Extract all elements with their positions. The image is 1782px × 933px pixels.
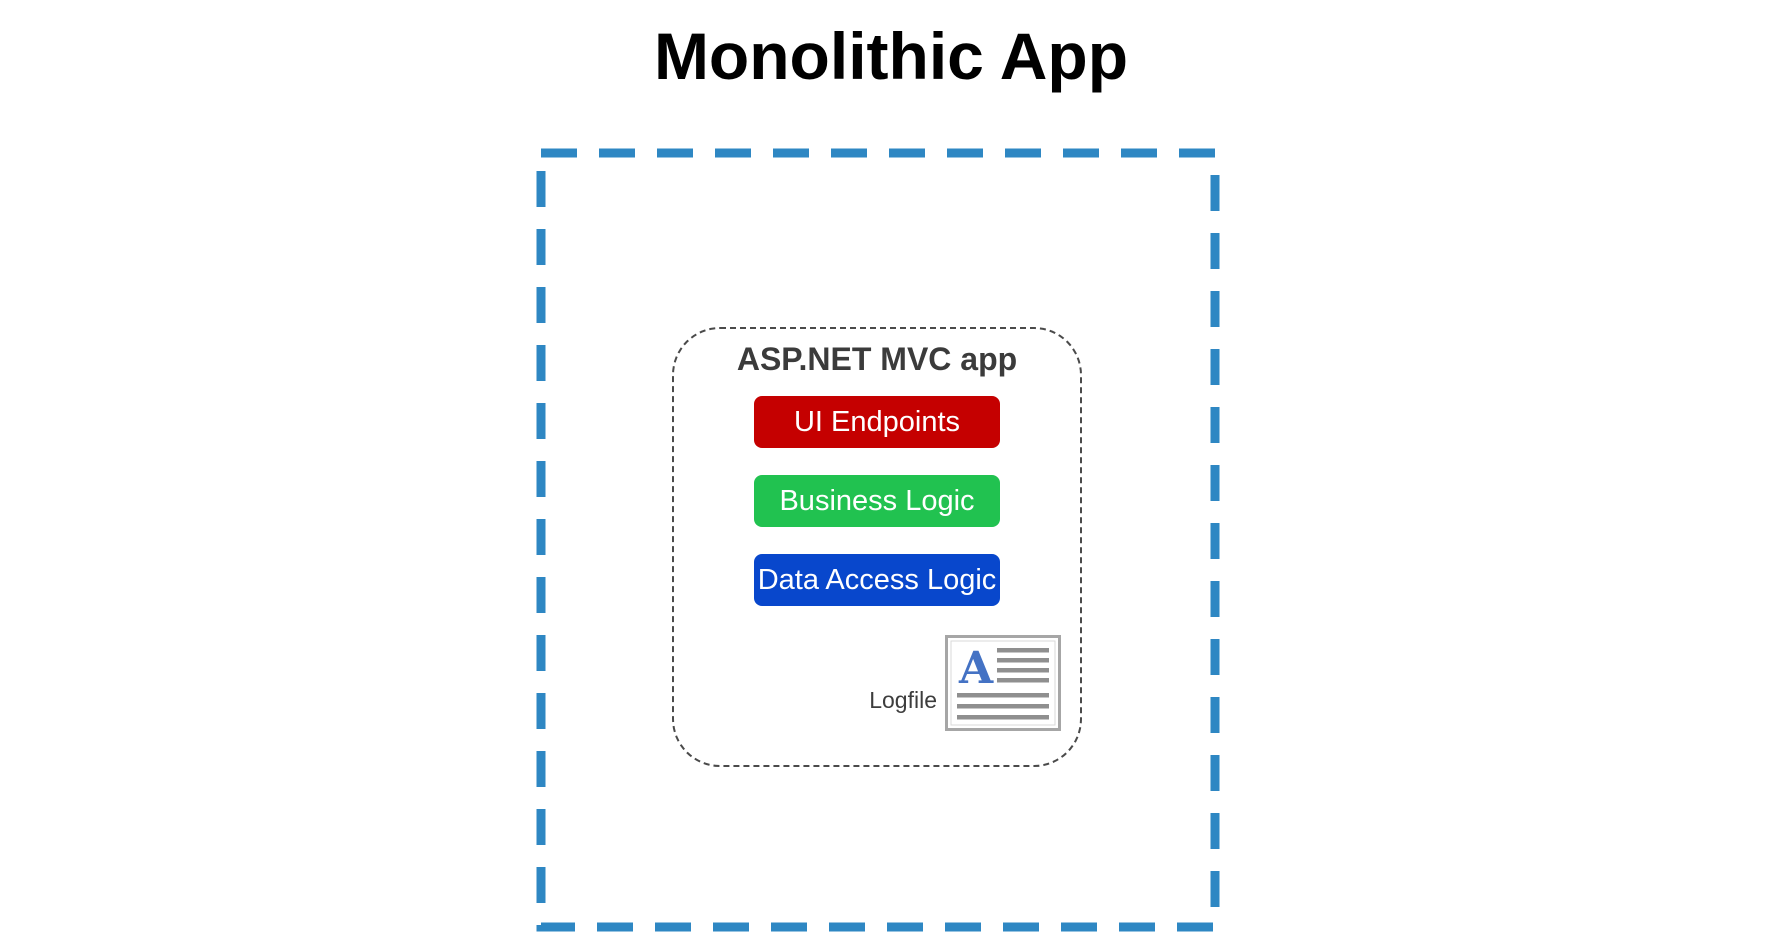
diagram-title: Monolithic App	[653, 19, 1129, 93]
logfile-label: Logfile	[869, 687, 937, 713]
layer-ui-endpoints: UI Endpoints	[754, 396, 1000, 448]
document-text-lines-top	[997, 648, 1049, 683]
document-page-inner	[950, 640, 1056, 726]
document-text-lines-bottom	[957, 693, 1049, 720]
layer-data-access-logic: Data Access Logic	[754, 554, 1000, 606]
document-letter: A	[958, 643, 994, 694]
app-box-label: ASP.NET MVC app	[736, 341, 1018, 377]
monolith-boundary-box	[536, 148, 1220, 932]
layer-business-logic: Business Logic	[754, 475, 1000, 527]
document-text-icon: A	[945, 635, 1061, 731]
monolith-boundary-rect	[536, 148, 1220, 932]
aspnet-mvc-app-box: ASP.NET MVC app UI Endpoints Business Lo…	[672, 327, 1082, 767]
